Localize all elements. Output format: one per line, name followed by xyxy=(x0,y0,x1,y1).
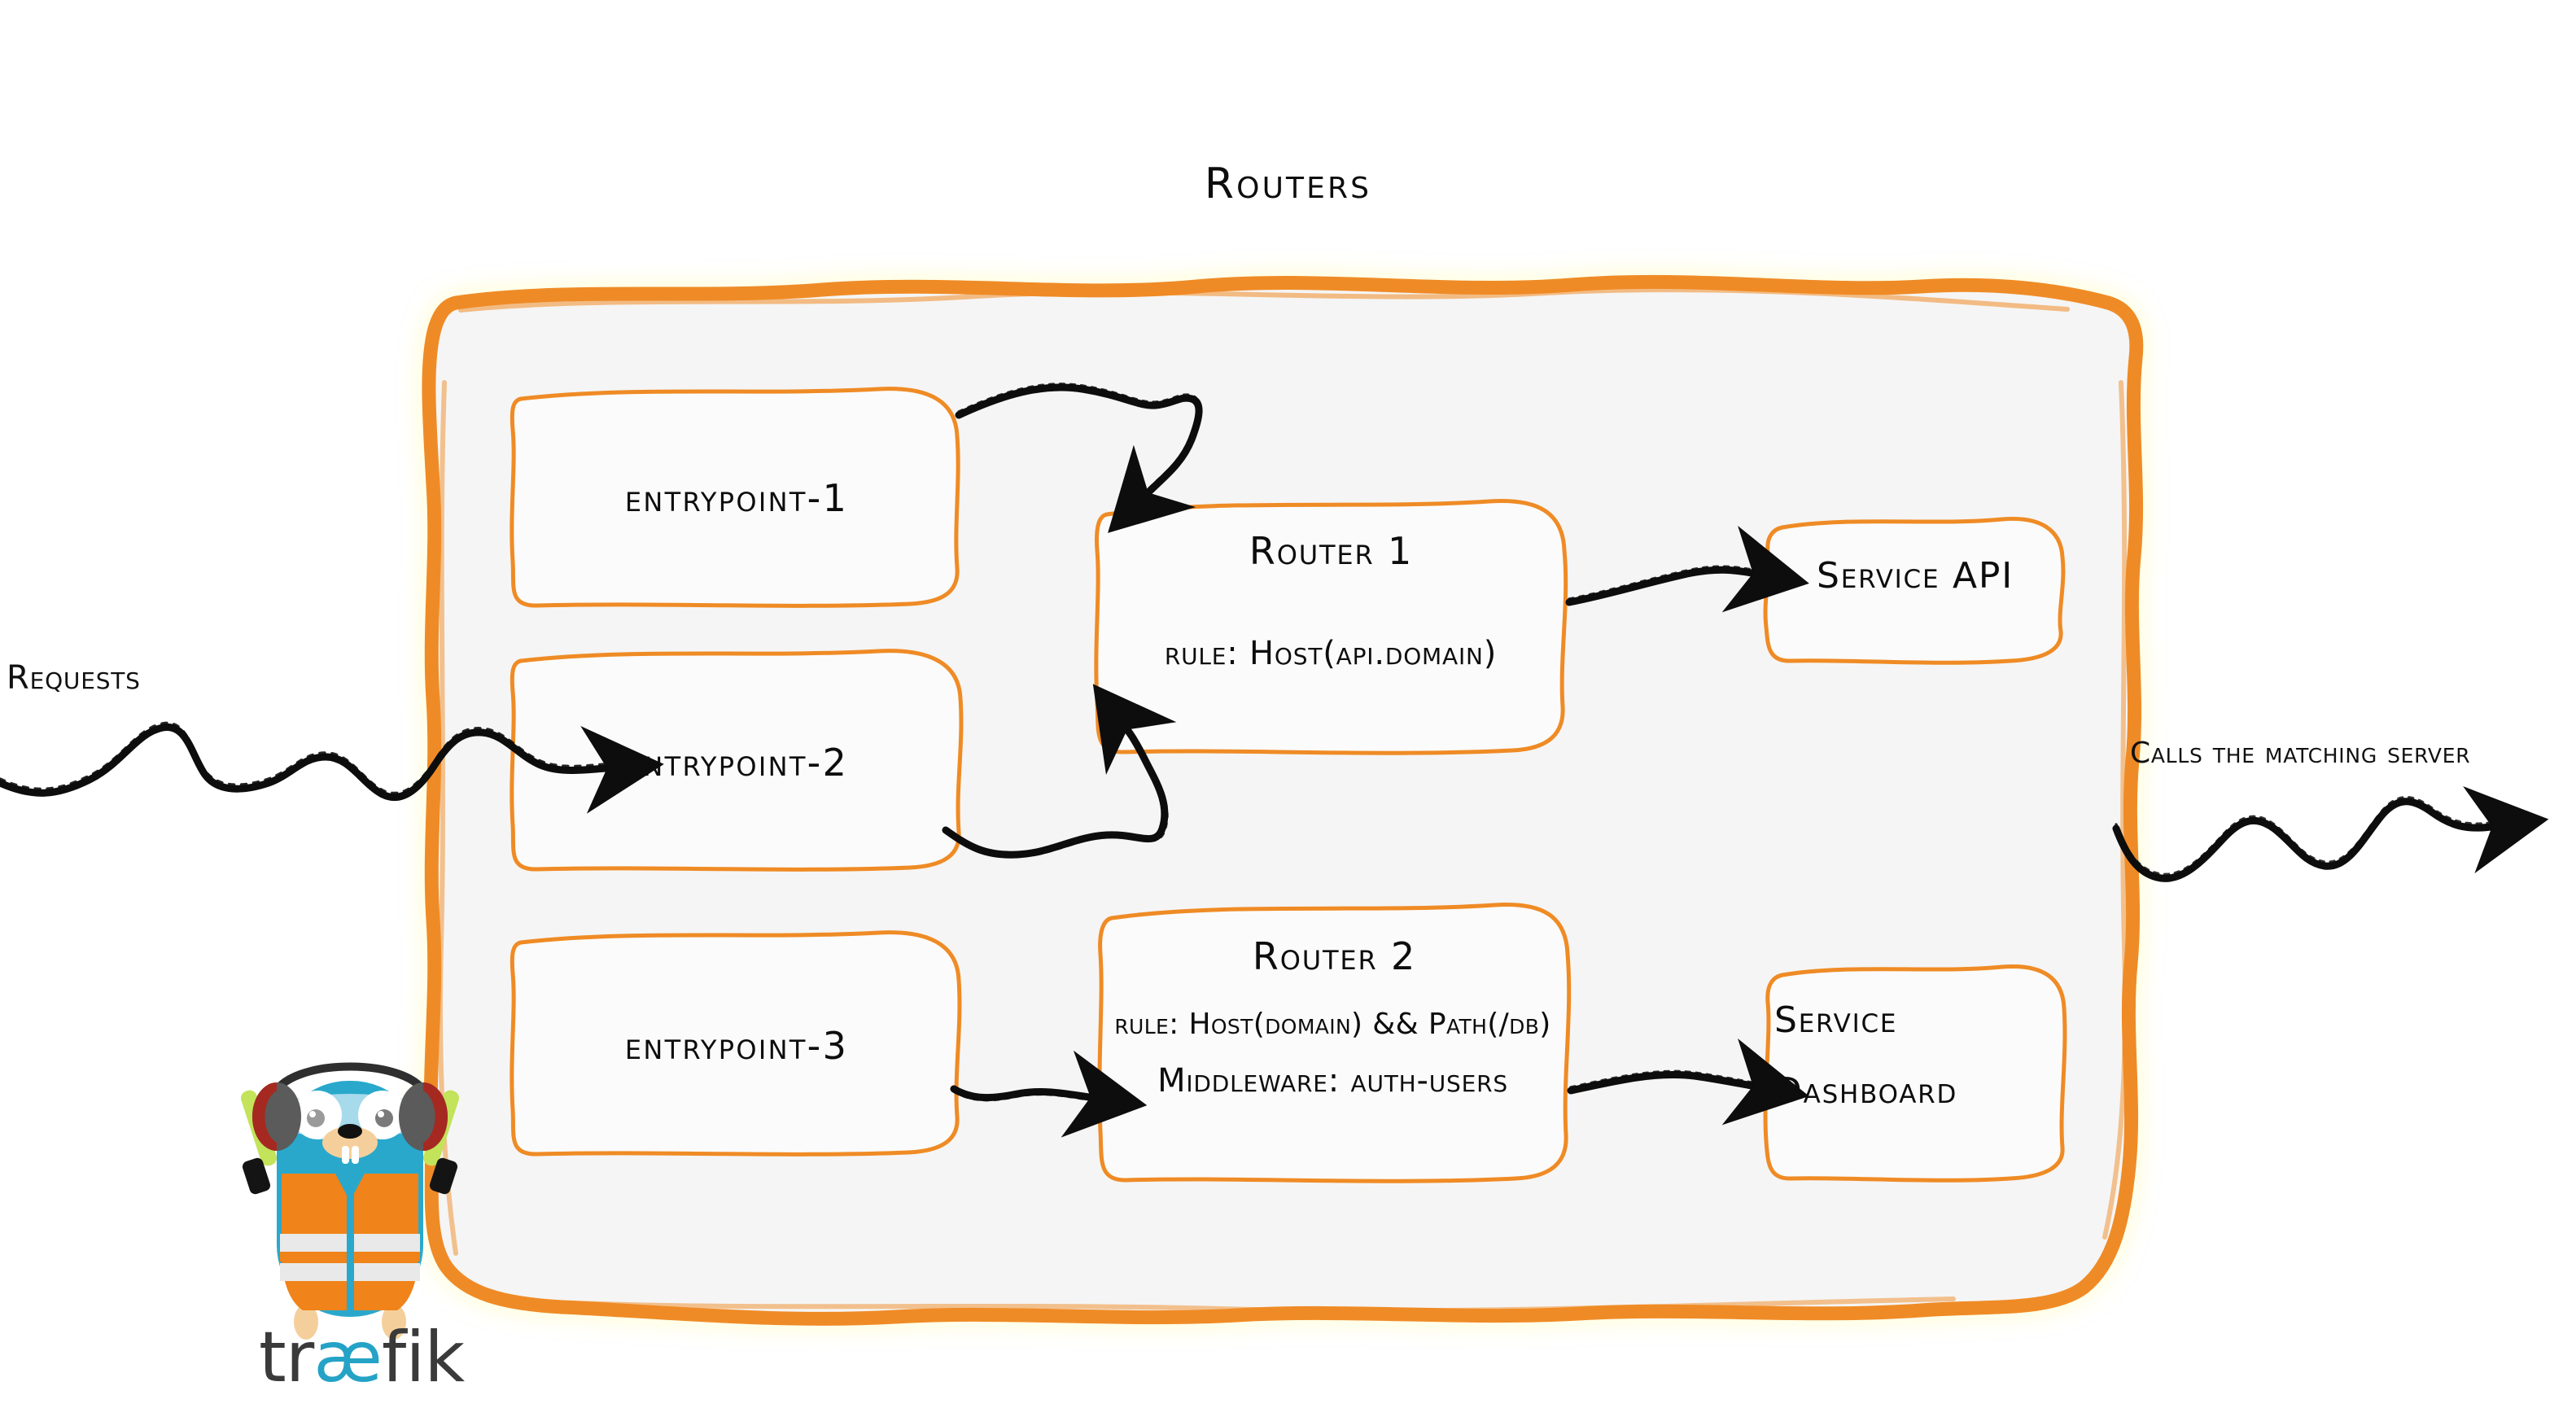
arrow-entrypoint3-to-router2 xyxy=(950,1050,1148,1138)
routers-title-text: Routers xyxy=(1204,160,1372,208)
entrypoint-2-label: entrypoint-2 xyxy=(624,741,849,785)
headphone-right-icon xyxy=(399,1082,448,1151)
entrypoint-3-label: entrypoint-3 xyxy=(624,1024,849,1068)
router-2-middleware: Middleware: auth-users xyxy=(1157,1062,1508,1100)
service-box-api[interactable] xyxy=(1763,516,2066,665)
headphone-left-icon xyxy=(252,1082,301,1151)
service-dashboard-label-line2: Dashboard xyxy=(1774,1070,1958,1112)
entrypoint-1-label: entrypoint-1 xyxy=(624,476,849,520)
arrow-router2-to-service-dashboard xyxy=(1567,1039,1809,1126)
traefik-wordmark: træfik xyxy=(259,1323,465,1393)
calls-the-matching-server-label: Calls the matching server xyxy=(2130,737,2471,770)
arrow-entrypoint1-to-router1 xyxy=(955,383,1203,533)
entrypoint-box-3[interactable] xyxy=(510,930,962,1157)
router-1-title: Router 1 xyxy=(1249,529,1414,573)
router-2-title: Router 2 xyxy=(1252,934,1417,978)
arrow-requests-in xyxy=(0,721,664,814)
arrow-router1-to-service-api xyxy=(1565,526,1809,613)
router-1-rule: rule: Host(api.domain) xyxy=(1164,635,1498,672)
wordmark-part-3: fik xyxy=(381,1317,465,1398)
routers-container xyxy=(422,274,2144,1326)
router-2-rule: rule: Host(domain) && Path(/db) xyxy=(1114,1008,1551,1041)
wordmark-part-ae: æ xyxy=(313,1317,382,1398)
requests-label: Requests xyxy=(7,659,141,697)
service-api-label: Service API xyxy=(1817,555,2014,597)
entrypoint-box-2[interactable] xyxy=(510,649,964,872)
arrow-calls-server-out xyxy=(2112,786,2549,882)
router-box-2[interactable] xyxy=(1097,902,1572,1183)
entrypoint-box-1[interactable] xyxy=(510,387,960,608)
wordmark-part-1: tr xyxy=(259,1317,314,1398)
service-dashboard-label-line1: Service xyxy=(1774,999,1898,1041)
router-box-1[interactable] xyxy=(1094,498,1568,755)
service-box-dashboard[interactable] xyxy=(1763,964,2067,1183)
page-title: Routers xyxy=(0,160,2576,208)
traefik-gopher-logo xyxy=(240,1062,460,1340)
arrow-entrypoint2-to-router1 xyxy=(942,684,1177,859)
